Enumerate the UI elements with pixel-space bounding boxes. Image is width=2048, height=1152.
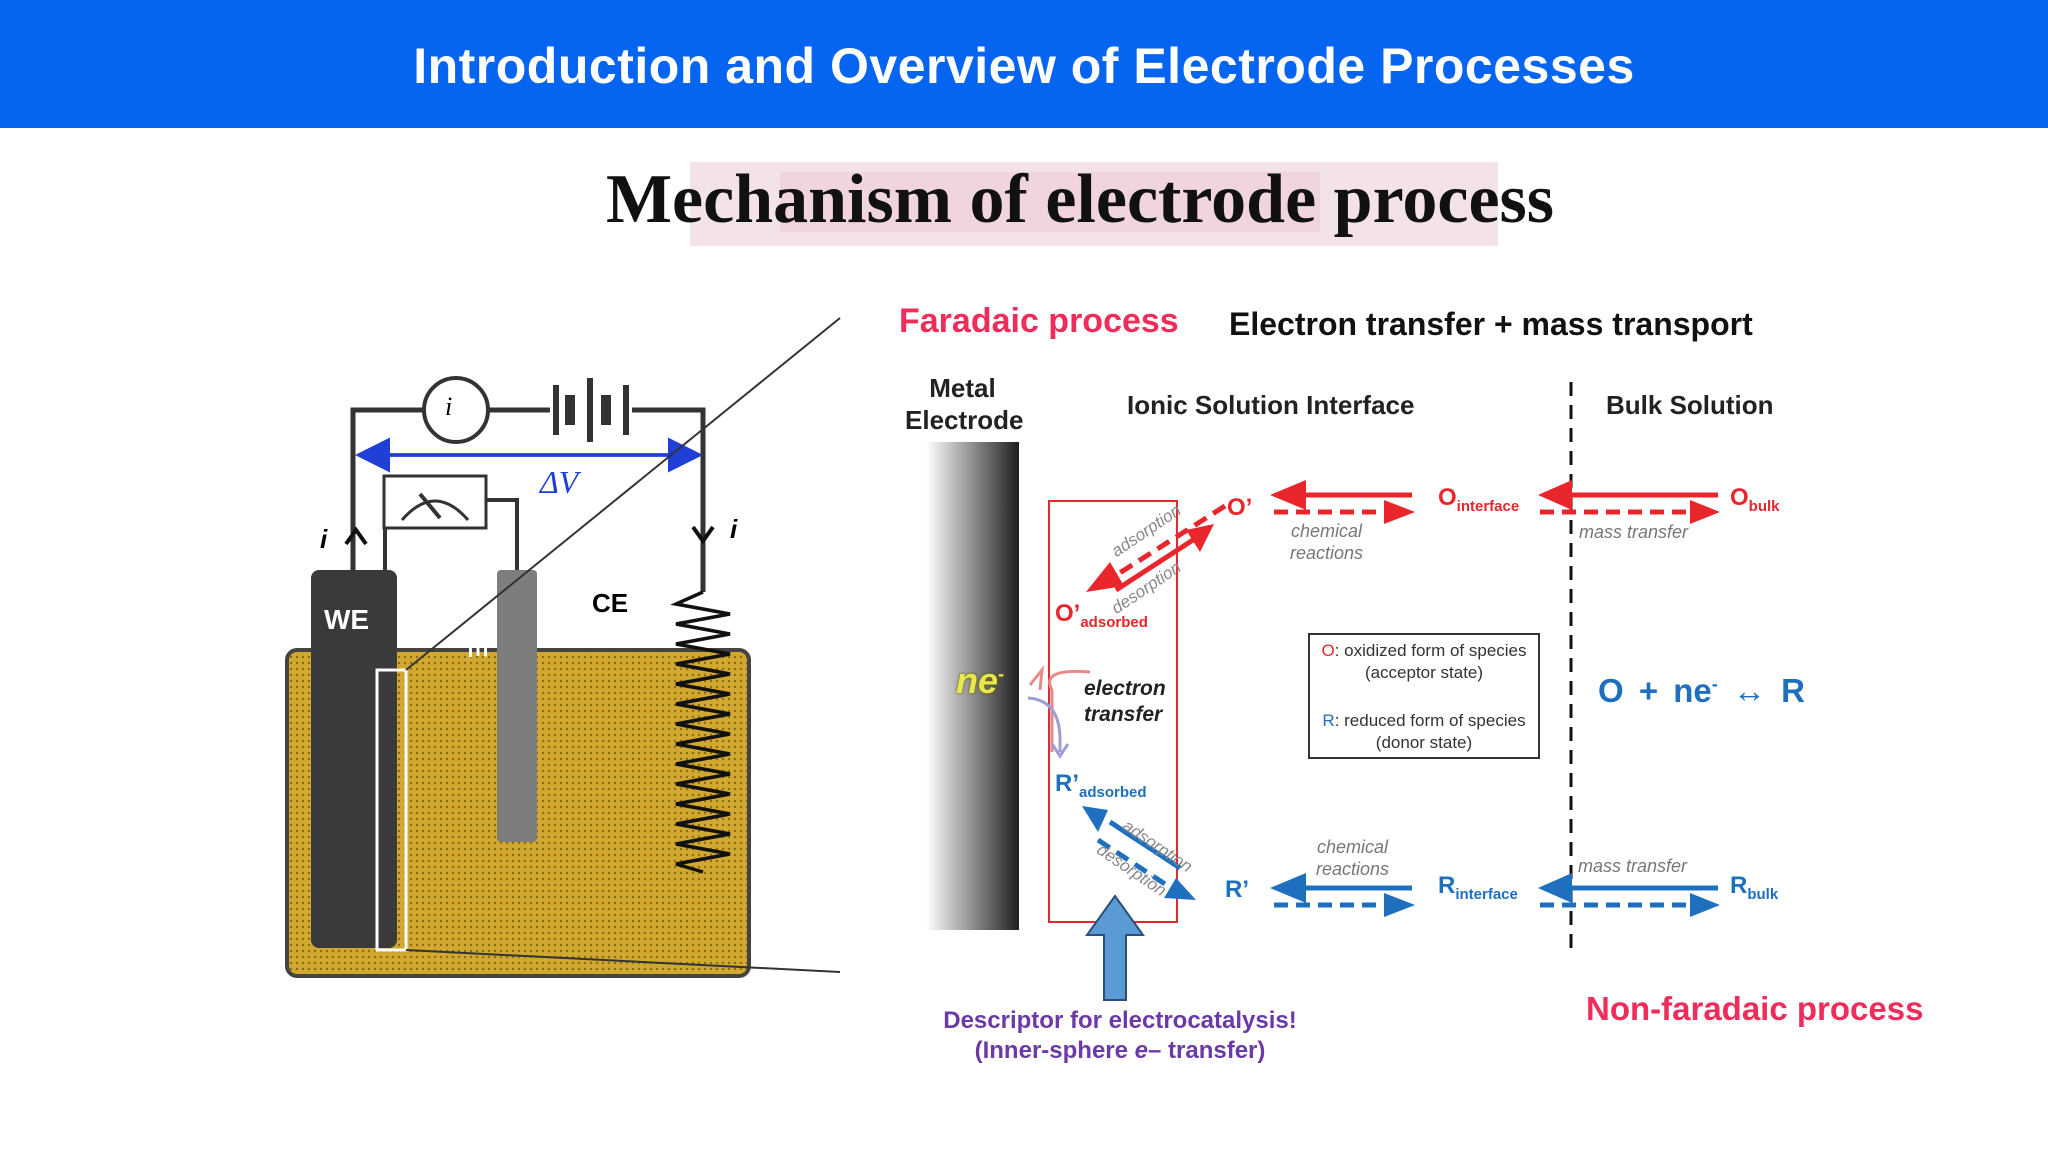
- o-interface-sub: interface: [1456, 497, 1520, 515]
- electron-transfer-line2: transfer: [1084, 703, 1163, 726]
- o-bulk-main: O: [1730, 484, 1749, 511]
- legend-r-line1: : reduced form of species: [1334, 711, 1526, 730]
- ce-label: CE: [592, 588, 629, 618]
- legend-o-line1: : oxidized form of species: [1334, 641, 1527, 660]
- eq-left: O + ne: [1598, 672, 1712, 709]
- descriptor-arrow-icon: [1085, 894, 1145, 1001]
- non-faradaic-label: Non-faradaic process: [1586, 990, 1924, 1027]
- eq-sup: -: [1711, 674, 1718, 694]
- reaction-equation: O + ne- ↔ R: [1598, 672, 1805, 710]
- descriptor-line2-b: – transfer): [1148, 1037, 1266, 1064]
- r-interface-sub: interface: [1455, 885, 1518, 903]
- descriptor-line2-a: (Inner-sphere: [974, 1037, 1135, 1064]
- r-adsorbed-label: R’adsorbed: [1055, 770, 1147, 801]
- eq-right: R: [1781, 672, 1805, 709]
- chemical-reactions-bottom-line1: chemical: [1317, 837, 1389, 857]
- r-bulk-label: Rbulk: [1730, 872, 1778, 903]
- bottom-arrows: [1082, 806, 1720, 917]
- title-highlight-inner: [780, 172, 1320, 232]
- delta-v-label: ΔV: [540, 464, 579, 500]
- current-label-right: i: [730, 514, 738, 544]
- r-adsorbed-sub: adsorbed: [1079, 783, 1147, 801]
- battery-icon: [550, 378, 632, 442]
- metal-electrode-label: Metal Electrode: [905, 372, 1024, 436]
- reference-electrode: [497, 570, 537, 842]
- r-prime-label: R’: [1225, 876, 1249, 903]
- metal-electrode-line1: Metal: [929, 373, 996, 403]
- re-label: RE: [463, 622, 493, 659]
- current-label-left: i: [320, 524, 328, 554]
- legend-oxidized: O: oxidized form of species (acceptor st…: [1309, 640, 1539, 684]
- circuit-wire: [350, 407, 706, 592]
- current-arrow-down-icon: [691, 525, 715, 545]
- electron-transfer-label: electron transfer: [1084, 676, 1166, 728]
- header-title: Introduction and Overview of Electrode P…: [413, 38, 1635, 94]
- r-adsorbed-main: R’: [1055, 770, 1079, 797]
- electrochemical-cell: [285, 317, 841, 978]
- descriptor-line2-e: e: [1134, 1037, 1148, 1064]
- ammeter-icon: [422, 376, 490, 444]
- legend-o-line2: (acceptor state): [1364, 663, 1484, 682]
- r-interface-label: Rinterface: [1438, 872, 1518, 903]
- o-interface-main: O: [1438, 484, 1457, 511]
- chemical-reactions-bottom-line2: reactions: [1316, 859, 1390, 879]
- current-arrow-up-icon: [344, 526, 368, 546]
- legend-r-line2: (donor state): [1375, 733, 1473, 752]
- zoom-region: [375, 668, 408, 952]
- zoom-line-bottom: [405, 949, 841, 973]
- r-bulk-sub: bulk: [1747, 885, 1779, 903]
- electron-mass-label: Electron transfer + mass transport: [1229, 306, 1753, 342]
- r-interface-main: R: [1438, 872, 1456, 899]
- ionic-interface-label: Ionic Solution Interface: [1127, 390, 1415, 420]
- chemical-reactions-top-line1: chemical: [1291, 521, 1363, 541]
- mechanism-diagram: [926, 382, 1720, 1001]
- legend-o-key: O: [1321, 641, 1335, 660]
- o-adsorbed-label: O’adsorbed: [1055, 600, 1148, 631]
- o-bulk-sub: bulk: [1748, 497, 1780, 515]
- top-arrows: [1086, 480, 1720, 593]
- zoom-line-top: [405, 317, 841, 671]
- legend-reduced: R: reduced form of species (donor state): [1309, 710, 1539, 754]
- o-adsorbed-main: O’: [1055, 600, 1081, 627]
- metal-electrode-line2: Electrode: [905, 405, 1024, 435]
- o-bulk-label: Obulk: [1730, 484, 1780, 515]
- legend-r-key: R: [1322, 711, 1335, 730]
- mass-transfer-bottom: mass transfer: [1578, 856, 1688, 876]
- legend-box: [1308, 633, 1540, 759]
- faradaic-process-label: Faradaic process: [899, 302, 1179, 340]
- ammeter-label: i: [445, 392, 453, 421]
- counter-electrode-coil: [670, 590, 731, 874]
- electron-transfer-line1: electron: [1084, 677, 1166, 700]
- eq-arrow: ↔: [1732, 672, 1766, 709]
- mass-transfer-top: mass transfer: [1579, 522, 1689, 542]
- we-label: WE: [324, 604, 370, 635]
- descriptor-label: Descriptor for electrocatalysis! (Inner-…: [920, 1006, 1320, 1066]
- bulk-solution-label: Bulk Solution: [1606, 390, 1774, 420]
- chemical-reactions-top-line2: reactions: [1290, 543, 1364, 563]
- o-adsorbed-sub: adsorbed: [1080, 613, 1148, 631]
- ne-sup: -: [998, 664, 1005, 684]
- chemical-reactions-bottom: chemical reactions: [1316, 836, 1389, 880]
- ne-main: ne: [956, 660, 999, 701]
- chemical-reactions-top: chemical reactions: [1290, 520, 1363, 564]
- metal-electrode-bar: [926, 442, 1019, 930]
- o-interface-label: Ointerface: [1438, 484, 1519, 515]
- o-prime-label: O’: [1227, 494, 1253, 521]
- slide-title: Mechanism of electrode process: [605, 161, 1554, 238]
- ne-label: ne-: [956, 660, 1004, 702]
- r-bulk-main: R: [1730, 872, 1748, 899]
- descriptor-line1: Descriptor for electrocatalysis!: [943, 1007, 1297, 1034]
- header-bar: [0, 0, 2048, 128]
